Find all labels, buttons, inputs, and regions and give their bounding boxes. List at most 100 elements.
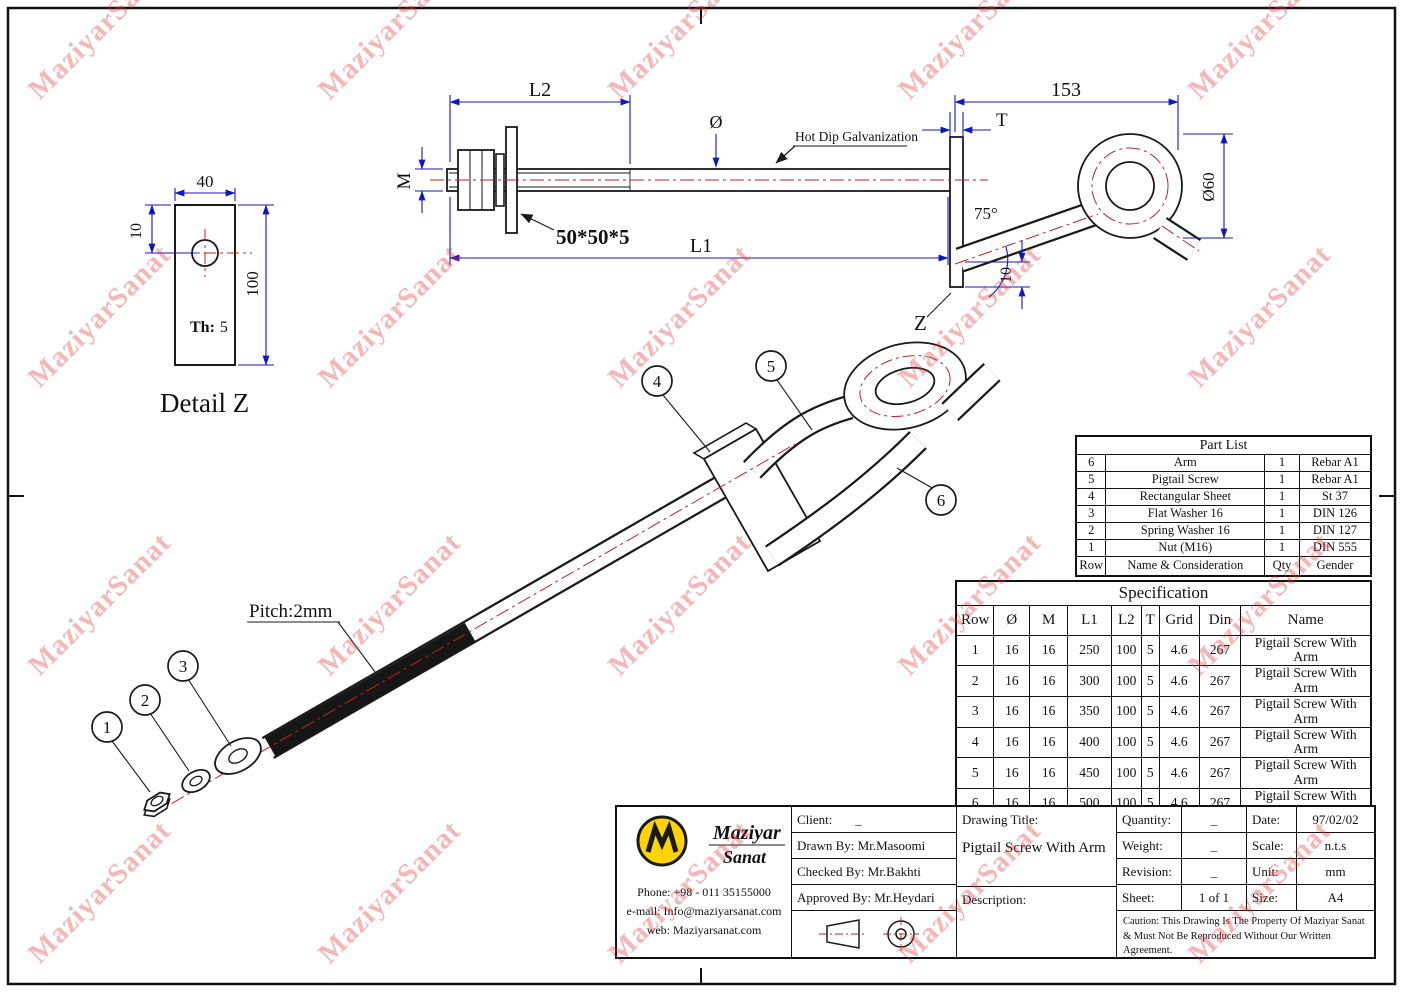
plate-size-note: 50*50*5 <box>556 225 630 249</box>
dim-153-label: 153 <box>1051 79 1081 101</box>
drawn-value: Mr.Masoomi <box>857 838 926 853</box>
company-phone: Phone: +98 - 011 35155000 <box>637 885 771 899</box>
size-label: Size: <box>1247 885 1297 911</box>
size-value: A4 <box>1297 885 1374 911</box>
nut-iso <box>143 791 171 818</box>
drawing-title-cell: Drawing Title: Pigtail Screw With Arm <box>957 807 1117 887</box>
title-block: Maziyar Sanat Phone: +98 - 011 35155000 … <box>615 805 1376 959</box>
approved-value: Mr.Heydari <box>874 890 935 905</box>
pigtail-loop-iso-inner <box>874 366 936 406</box>
client-value: _ <box>855 812 862 827</box>
detail-z-title: Detail Z <box>160 388 249 418</box>
dimensions <box>415 95 1233 309</box>
client-cell: Client: _ <box>792 807 957 833</box>
spring-washer-iso <box>181 768 211 794</box>
dim-l1-label: L1 <box>690 235 712 257</box>
detail-marker-z: Z <box>914 311 927 335</box>
projection-symbol-icon <box>819 917 919 951</box>
company-name-top: Maziyar <box>712 822 781 844</box>
company-web: web: Maziyarsanat.com <box>646 923 762 937</box>
logo-m-icon <box>645 820 679 853</box>
galvanization-note: Hot Dip Galvanization <box>795 129 918 144</box>
projection-symbol-cell <box>792 911 957 957</box>
callout-3: 3 <box>179 657 188 676</box>
callout-balloons: 1 2 3 4 5 6 <box>91 350 957 743</box>
caution-note: Caution: This Drawing Is The Property Of… <box>1123 916 1365 957</box>
drawn-by-cell: Drawn By: Mr.Masoomi <box>792 833 957 859</box>
date-label: Date: <box>1247 807 1297 833</box>
sheet-label: Sheet: <box>1117 885 1182 911</box>
quantity-label: Quantity: <box>1117 807 1182 833</box>
callout-6: 6 <box>937 491 946 510</box>
quantity-value: _ <box>1182 807 1247 833</box>
detail-height-label: 100 <box>243 271 262 297</box>
sheet-value: 1 of 1 <box>1182 885 1247 911</box>
main-view: L2 153 T M Ø L1 75° Ø60 10 Hot Dip Galva… <box>394 79 1233 335</box>
company-cell: Maziyar Sanat Phone: +98 - 011 35155000 … <box>617 807 792 957</box>
company-name-bottom: Sanat <box>723 847 767 867</box>
revision-label: Revision: <box>1117 859 1182 885</box>
description-cell: Description: <box>957 887 1117 957</box>
scale-value: n.t.s <box>1297 833 1374 859</box>
thickness-label: Th:5 <box>190 319 228 336</box>
weight-label: Weight: <box>1117 833 1182 859</box>
unit-value: mm <box>1297 859 1374 885</box>
dim-dia60-label: Ø60 <box>1199 172 1218 201</box>
detail-offset-label: 10 <box>128 223 145 239</box>
company-email: e-mail: Info@maziyarsanat.com <box>626 904 782 918</box>
client-label: Client: <box>797 812 833 827</box>
scale-label: Scale: <box>1247 833 1297 859</box>
revision-value: _ <box>1182 859 1247 885</box>
flat-washer-iso <box>214 737 262 775</box>
rect-sheet-side <box>949 136 964 288</box>
pitch-note: Pitch:2mm <box>249 601 333 622</box>
dim-m-label: M <box>394 172 415 189</box>
detail-z-view: 40 10 100 Th:5 Detail Z <box>128 172 274 418</box>
checked-by-cell: Checked By: Mr.Bakhti <box>792 859 957 885</box>
callout-2: 2 <box>141 691 150 710</box>
approved-by-cell: Approved By: Mr.Heydari <box>792 885 957 911</box>
dim-dia-label: Ø <box>710 112 723 132</box>
drawn-label: Drawn By: <box>797 838 855 853</box>
date-value: 97/02/02 <box>1297 807 1374 833</box>
specification-title: Specification <box>955 580 1372 606</box>
part-list-title: Part List <box>1075 435 1372 455</box>
callout-1: 1 <box>103 718 112 737</box>
detail-width-label: 40 <box>197 172 214 191</box>
dim-t-label: T <box>996 110 1008 131</box>
company-logo: Maziyar Sanat <box>636 815 785 867</box>
isometric-view: 1 2 3 4 5 6 Pitch:2mm <box>91 341 1001 818</box>
unit-label: Unit: <box>1247 859 1297 885</box>
checked-value: Mr.Bakhti <box>867 864 921 879</box>
dim-angle-label: 75° <box>974 204 998 223</box>
callout-5: 5 <box>767 357 776 376</box>
callout-4: 4 <box>653 372 662 391</box>
description-label: Description: <box>962 892 1027 907</box>
checked-label: Checked By: <box>797 864 865 879</box>
centerlines <box>430 147 1200 265</box>
dim-10-label: 10 <box>998 267 1015 283</box>
approved-label: Approved By: <box>797 890 872 905</box>
sheet-border <box>6 6 1397 986</box>
pigtail-loop-inner <box>1105 161 1155 211</box>
weight-value: _ <box>1182 833 1247 859</box>
drawing-title-value: Pigtail Screw With Arm <box>962 840 1106 856</box>
drawing-title-label: Drawing Title: <box>962 812 1039 827</box>
